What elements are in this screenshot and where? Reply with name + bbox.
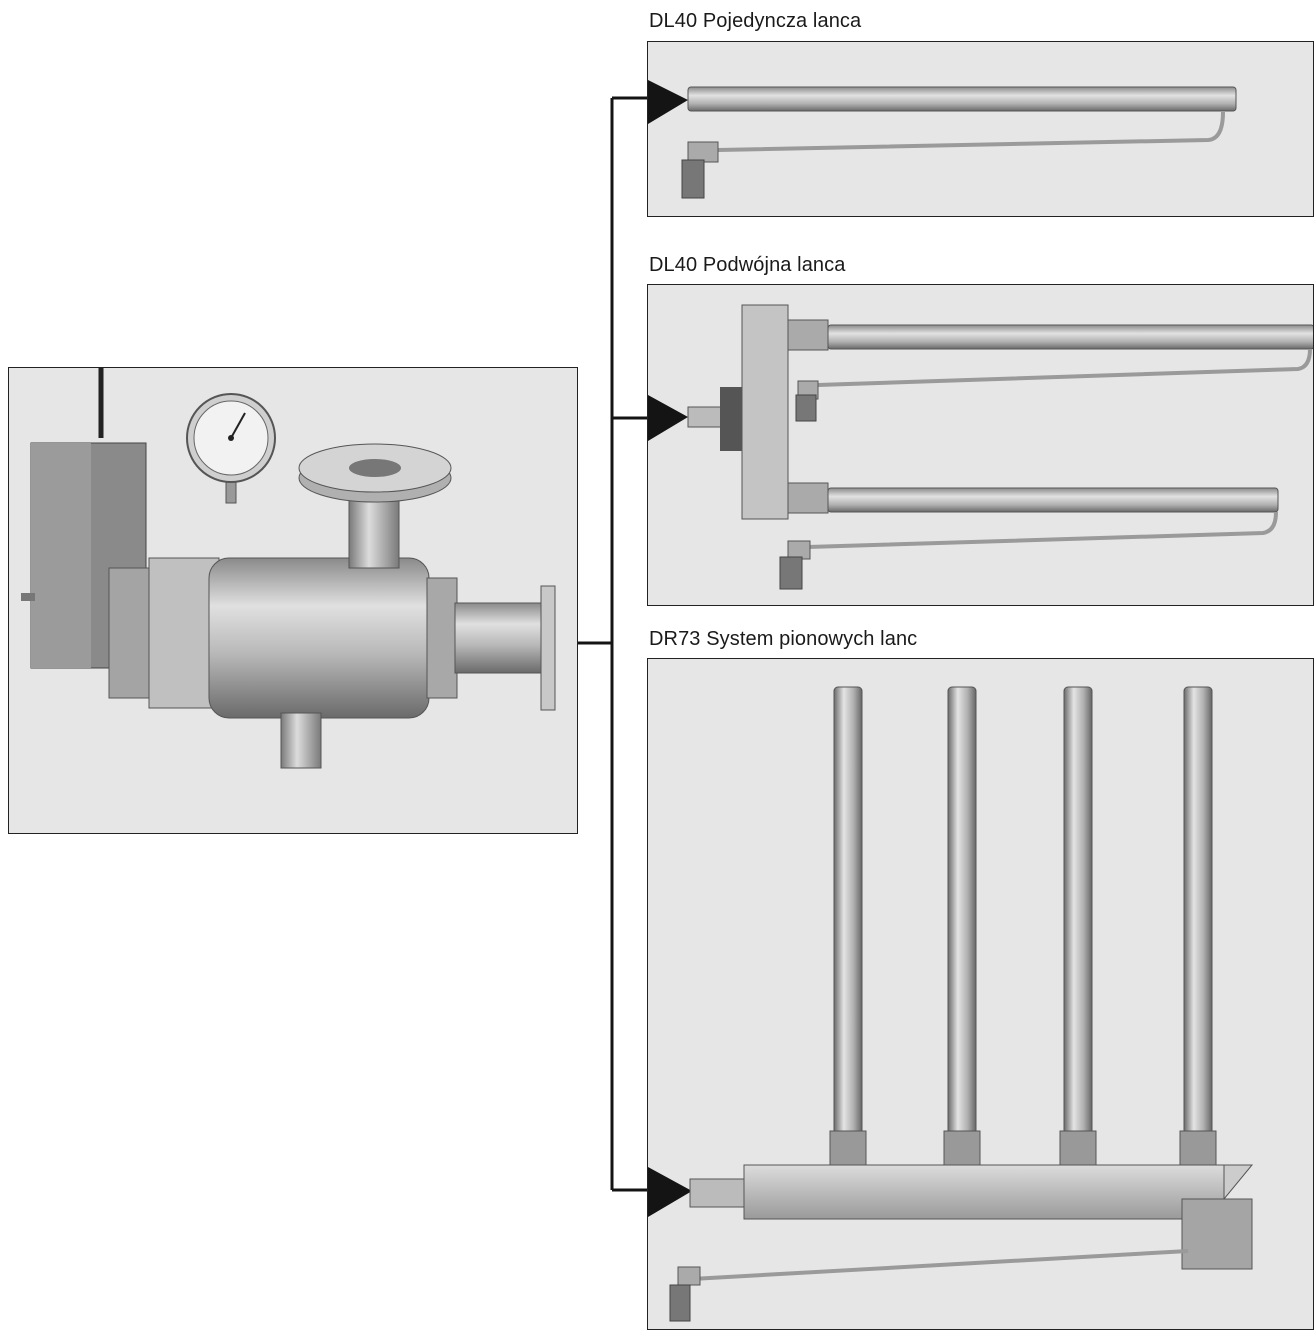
main-unit-illustration: [21, 368, 556, 769]
double-lance-panel: [647, 284, 1314, 606]
arrow-icon: [648, 1167, 692, 1217]
vertical-tubes: [829, 686, 1217, 1168]
caption-vertical-system: DR73 System pionowych lanc: [649, 628, 918, 650]
single-lance-panel: [647, 41, 1314, 217]
single-lance-illustration: [648, 80, 1237, 199]
main-unit-panel: [8, 367, 578, 834]
caption-single-lance: DL40 Pojedyncza lanca: [649, 10, 862, 32]
arrow-icon: [648, 395, 688, 441]
double-lance-illustration: [648, 304, 1313, 590]
arrow-icon: [648, 80, 688, 124]
caption-double-lance: DL40 Podwójna lanca: [649, 254, 846, 276]
vertical-system-illustration: [648, 686, 1254, 1322]
vertical-system-panel: [647, 658, 1314, 1330]
pressure-gauge-icon: [186, 393, 276, 504]
